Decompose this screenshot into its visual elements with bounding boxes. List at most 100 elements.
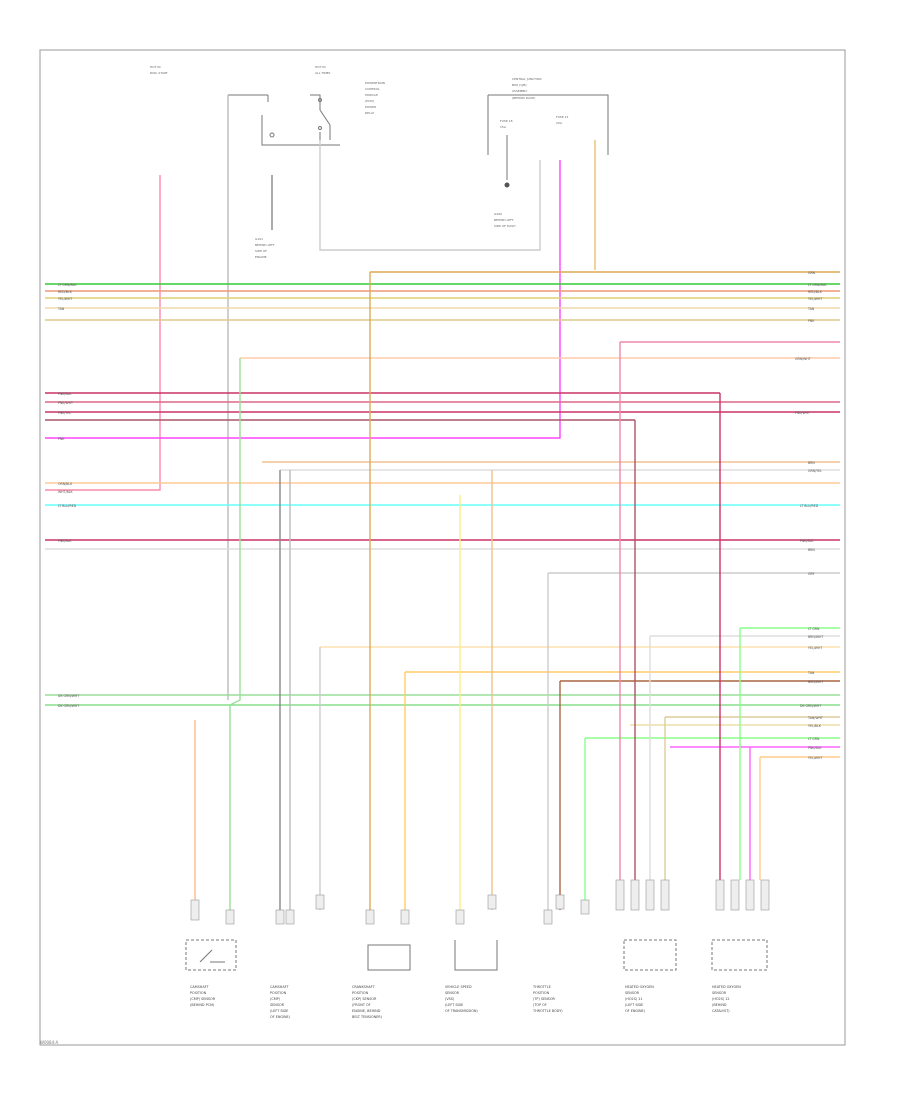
wire-harness bbox=[45, 95, 840, 910]
hot-in-run-label-left: HOT IN RUN, START bbox=[150, 65, 168, 75]
component-caption-4: VEHICLE SPEED SENSOR (VSS) (LEFT SIDE OF… bbox=[445, 985, 478, 1013]
wire-label: PNK/BLK bbox=[58, 392, 72, 396]
svg-text:G200: G200 bbox=[494, 212, 502, 216]
svg-text:RUN, START: RUN, START bbox=[150, 71, 168, 75]
ground-left-label: G101 BEHIND LEFT SIDE OF ENGINE bbox=[255, 237, 275, 259]
svg-text:(CMP): (CMP) bbox=[270, 997, 281, 1001]
component-caption-3: CRANKSHAFT POSITION (CKP) SENSOR (FRONT … bbox=[352, 985, 383, 1019]
svg-text:POWERTRAIN: POWERTRAIN bbox=[365, 81, 385, 85]
wire-label: YEL/WHT bbox=[808, 297, 822, 301]
svg-text:BELT TENSIONER): BELT TENSIONER) bbox=[352, 1015, 383, 1019]
svg-text:HEATED OXYGEN: HEATED OXYGEN bbox=[625, 985, 654, 989]
wire-label: RED/BLK bbox=[808, 290, 823, 294]
wire-label: TAN bbox=[57, 307, 65, 311]
left-wire-labels: LT GRN/BLK RED/BLK YEL/WHT TAN PNK/BLK P… bbox=[57, 283, 79, 708]
svg-text:SIDE OF DASH: SIDE OF DASH bbox=[494, 224, 515, 228]
svg-text:POSITION: POSITION bbox=[190, 991, 207, 995]
wire-label: ORN/BLK bbox=[58, 482, 73, 486]
wire-label: PNK bbox=[808, 319, 815, 323]
svg-text:OF ENGINE): OF ENGINE) bbox=[270, 1015, 291, 1019]
wire-label: BRN bbox=[808, 461, 815, 465]
component-bodies bbox=[185, 939, 768, 971]
wire-label: WHT/BLK bbox=[58, 490, 74, 494]
wire-label: DK GRN/WHT bbox=[58, 704, 79, 708]
wire-label: PNK/BLK bbox=[58, 539, 72, 543]
hot-in-run-label-right: HOT IN ALL TIMES bbox=[315, 65, 331, 75]
svg-text:POSITION: POSITION bbox=[352, 991, 369, 995]
svg-text:ALL TIMES: ALL TIMES bbox=[315, 71, 331, 75]
wire-label: YEL/WHT bbox=[808, 646, 822, 650]
svg-text:POSITION: POSITION bbox=[533, 991, 550, 995]
svg-text:POSITION: POSITION bbox=[270, 991, 287, 995]
svg-text:BOX (CJB): BOX (CJB) bbox=[512, 83, 527, 87]
svg-text:OF ENGINE): OF ENGINE) bbox=[625, 1009, 646, 1013]
wire-label: LT GRN/BLK bbox=[58, 283, 77, 287]
component-caption-2: CAMSHAFT POSITION (CMP) SENSOR (LEFT SID… bbox=[270, 985, 291, 1019]
diagram-frame bbox=[39, 49, 846, 1046]
svg-text:MODULE: MODULE bbox=[365, 93, 378, 97]
svg-text:(HO2S) 11: (HO2S) 11 bbox=[625, 997, 643, 1001]
svg-text:(BEHIND: (BEHIND bbox=[712, 1003, 727, 1007]
central-junction-box: CENTRAL JUNCTION BOX (CJB) ASSEMBLY (BEH… bbox=[487, 77, 609, 188]
svg-text:CENTRAL JUNCTION: CENTRAL JUNCTION bbox=[512, 77, 541, 81]
component-caption-6: HEATED OXYGEN SENSOR (HO2S) 11 (LEFT SID… bbox=[625, 985, 654, 1013]
svg-text:FUSE 21: FUSE 21 bbox=[556, 115, 569, 119]
svg-text:VEHICLE SPEED: VEHICLE SPEED bbox=[445, 985, 472, 989]
wire-label: LT GRN bbox=[808, 627, 820, 631]
ground-right-label: G200 BEHIND LEFT SIDE OF DASH bbox=[494, 212, 515, 228]
svg-text:CAMSHAFT: CAMSHAFT bbox=[270, 985, 290, 989]
wire-label: LT BLU/RED bbox=[800, 504, 819, 508]
wire-label: BRN bbox=[808, 548, 815, 552]
svg-text:15A: 15A bbox=[500, 125, 507, 129]
svg-text:(LEFT SIDE: (LEFT SIDE bbox=[270, 1009, 288, 1013]
wire-label: PNK/BLK bbox=[808, 746, 822, 750]
wire-label: GRN/YEL bbox=[808, 469, 822, 473]
pcm-power-relay bbox=[228, 94, 340, 146]
svg-text:G101: G101 bbox=[255, 237, 263, 241]
wire-label: YEL/WHT bbox=[58, 297, 72, 301]
svg-text:ENGINE: ENGINE bbox=[255, 255, 267, 259]
svg-text:CRANKSHAFT: CRANKSHAFT bbox=[352, 985, 376, 989]
svg-text:(TP) SENSOR: (TP) SENSOR bbox=[533, 997, 555, 1001]
svg-text:SIDE OF: SIDE OF bbox=[255, 249, 267, 253]
connector-pins bbox=[190, 879, 770, 925]
wire-label: BRN/WHT bbox=[808, 680, 823, 684]
svg-text:20A: 20A bbox=[556, 121, 563, 125]
wire-label: PNK bbox=[58, 437, 65, 441]
svg-text:(LEFT SIDE: (LEFT SIDE bbox=[625, 1003, 643, 1007]
wire-label: LT BLU/RED bbox=[58, 504, 77, 508]
wire-label: TAN bbox=[807, 307, 815, 311]
component-caption-5: THROTTLE POSITION (TP) SENSOR (TOP OF TH… bbox=[532, 985, 563, 1013]
svg-text:SENSOR: SENSOR bbox=[270, 1003, 285, 1007]
diagram-code: W0084-A bbox=[40, 1040, 59, 1045]
svg-text:HEATED OXYGEN: HEATED OXYGEN bbox=[712, 985, 741, 989]
component-caption-7: HEATED OXYGEN SENSOR (HO2S) 12 (BEHIND C… bbox=[712, 985, 741, 1013]
wire-label: RED/BLK bbox=[58, 290, 73, 294]
relay-note: POWERTRAIN CONTROL MODULE (PCM) POWER RE… bbox=[365, 81, 385, 115]
svg-text:ENGINE, BEHIND: ENGINE, BEHIND bbox=[352, 1009, 381, 1013]
svg-text:SENSOR: SENSOR bbox=[625, 991, 640, 995]
svg-text:(CKP) SENSOR: (CKP) SENSOR bbox=[352, 997, 377, 1001]
wire-label: GRN/WHT bbox=[795, 357, 811, 361]
wire-label: YEL/WHT bbox=[808, 756, 822, 760]
svg-text:(CMP) SENSOR: (CMP) SENSOR bbox=[190, 997, 216, 1001]
wire-label: YEL/BLK bbox=[808, 724, 822, 728]
svg-text:BEHIND LEFT: BEHIND LEFT bbox=[494, 218, 514, 222]
svg-text:(BEHIND PCM): (BEHIND PCM) bbox=[190, 1003, 215, 1007]
wire-label: PNK/WHT bbox=[58, 401, 73, 405]
wire-label: TAN/WHT bbox=[807, 716, 823, 720]
wire-label: PNK/BLK bbox=[800, 539, 814, 543]
wire-label: BRN/WHT bbox=[808, 635, 823, 639]
wire-label: PNK/WHT bbox=[795, 411, 810, 415]
wire-label: PNK/YEL bbox=[58, 411, 71, 415]
right-wire-labels: GRN LT GRN/BLK RED/BLK YEL/WHT TAN PNK G… bbox=[795, 271, 827, 760]
svg-text:(VSS): (VSS) bbox=[445, 997, 455, 1001]
wire-label: GRY bbox=[808, 572, 814, 576]
svg-text:SENSOR: SENSOR bbox=[445, 991, 460, 995]
svg-text:(HO2S) 12: (HO2S) 12 bbox=[712, 997, 730, 1001]
wire-label: DK GRN/WHT bbox=[800, 704, 821, 708]
svg-text:CONTROL: CONTROL bbox=[365, 87, 380, 91]
wire-label: GRN bbox=[808, 271, 816, 275]
svg-text:(TOP OF: (TOP OF bbox=[533, 1003, 547, 1007]
